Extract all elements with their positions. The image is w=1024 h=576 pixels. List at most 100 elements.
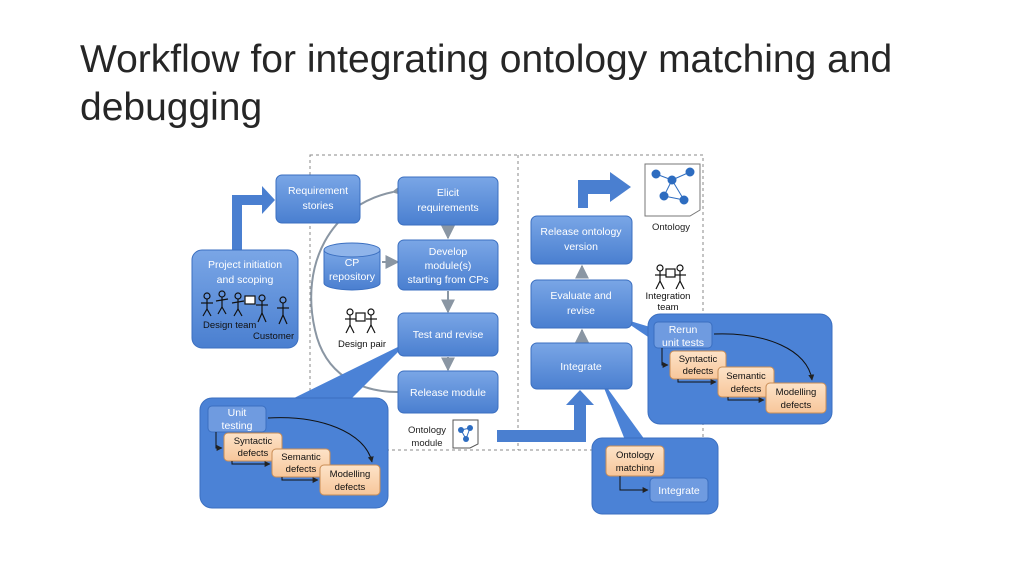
requirement-stories-box[interactable]: Requirement stories [275,174,361,224]
matching-to-integrate-arrow [619,476,649,493]
evaluate-line1: Evaluate and [550,290,611,302]
svg-text:defects: defects [238,448,269,459]
left-modelling-line2: defects [335,482,366,493]
svg-text:Integrate: Integrate [658,485,700,497]
design-team-people-icon [201,290,289,325]
svg-text:Customer: Customer [253,331,294,342]
svg-text:stories: stories [303,200,334,212]
svg-text:Syntactic: Syntactic [234,436,273,447]
svg-text:unit tests: unit tests [662,337,704,349]
svg-text:Integration: Integration [646,291,691,302]
svg-text:defects: defects [683,366,714,377]
svg-text:Design team: Design team [203,320,256,331]
design-pair-people-icon [345,308,377,334]
integration-team-line2: team [657,302,678,313]
svg-text:Test and revise: Test and revise [413,329,484,341]
svg-text:defects: defects [781,400,812,411]
svg-text:Elicit: Elicit [437,187,459,199]
svg-text:starting from CPs: starting from CPs [407,274,488,286]
svg-text:Rerun: Rerun [669,324,698,336]
design-pair-label: Design pair [338,339,386,350]
ontology-module-document-icon [452,419,479,449]
dashed-frame [309,154,704,451]
svg-text:Release module: Release module [410,387,486,399]
svg-text:Integrate: Integrate [560,361,602,373]
test-revise-label: Test and revise [413,329,484,341]
develop-modules-box[interactable]: Develop module(s) starting from CPs [397,239,499,291]
design-team-label: Design team [203,320,256,331]
ontology-document-icon [644,163,701,217]
elicit-line1: Elicit [437,187,459,199]
svg-text:repository: repository [329,271,376,283]
right-semantic-line2: defects [731,384,762,395]
ontology-label: Ontology [652,222,690,233]
svg-text:Project initiation: Project initiation [208,259,282,271]
right-syntactic-line1: Syntactic [679,354,718,365]
elicit-requirements-box[interactable]: Elicit requirements [397,176,499,226]
ontology-module-line1: Ontology [408,425,446,436]
unit-testing-line2: testing [222,420,253,432]
svg-text:Evaluate and: Evaluate and [550,290,611,302]
svg-text:Ontology: Ontology [652,222,690,233]
svg-text:Semantic: Semantic [281,452,321,463]
unit-testing-line1: Unit [228,407,247,419]
ontology-matching-panel[interactable]: Ontology matching Integrate [591,437,719,515]
callout-wedge-bottom [600,378,645,440]
elicit-line2: requirements [417,202,478,214]
customer-label: Customer [253,331,294,342]
svg-text:module(s): module(s) [425,260,472,272]
left-semantic-line2: defects [286,464,317,475]
project-init-line2: and scoping [217,274,274,286]
cp-repo-line2: repository [329,271,376,283]
left-semantic-line1: Semantic [281,452,321,463]
svg-text:Requirement: Requirement [288,185,348,197]
svg-text:Modelling: Modelling [776,387,817,398]
svg-text:defects: defects [731,384,762,395]
right-syntactic-line2: defects [683,366,714,377]
unit-testing-panel[interactable]: Unit testing Syntactic defects Semantic … [199,397,389,509]
svg-text:Ontology: Ontology [408,425,446,436]
evaluate-line2: revise [567,305,595,317]
right-modelling-line2: defects [781,400,812,411]
evaluate-and-revise-box[interactable]: Evaluate and revise [530,279,633,329]
rerun-line1: Rerun [669,324,698,336]
develop-line1: Develop [429,246,468,258]
release-module-box[interactable]: Release module [397,370,499,414]
ontology-matching-line2: matching [616,463,655,474]
integrate-label: Integrate [560,361,602,373]
svg-text:Modelling: Modelling [330,469,371,480]
svg-text:CP: CP [345,257,360,269]
svg-text:matching: matching [616,463,655,474]
release-ontology-line1: Release ontology [540,226,622,238]
rerun-unit-tests-panel[interactable]: Rerun unit tests Syntactic defects Seman… [647,313,833,425]
left-syntactic-line1: Syntactic [234,436,273,447]
left-panel-flow-arrows [215,417,374,483]
module-to-integrate-arrow [497,390,594,442]
test-and-revise-box[interactable]: Test and revise [397,312,499,357]
right-modelling-line1: Modelling [776,387,817,398]
requirement-stories-line2: stories [303,200,334,212]
ontology-matching-line1: Ontology [616,450,654,461]
initiation-arrow [232,186,275,250]
cp-repository-cylinder[interactable]: CP repository [323,242,381,291]
svg-text:Syntactic: Syntactic [679,354,718,365]
ontology-module-line2: module [411,438,442,449]
svg-text:Unit: Unit [228,407,247,419]
requirement-stories-line1: Requirement [288,185,348,197]
release-ontology-version-box[interactable]: Release ontology version [530,215,633,265]
release-arrow [578,172,631,208]
bottom-integrate-label: Integrate [658,485,700,497]
svg-text:and scoping: and scoping [217,274,274,286]
svg-text:defects: defects [286,464,317,475]
svg-text:requirements: requirements [417,202,478,214]
release-module-label: Release module [410,387,486,399]
callout-wedge-left [290,342,408,400]
left-syntactic-line2: defects [238,448,269,459]
project-initiation-box[interactable]: Project initiation and scoping Design te… [191,249,299,349]
svg-text:Semantic: Semantic [726,371,766,382]
integrate-box[interactable]: Integrate [530,342,633,390]
project-init-line1: Project initiation [208,259,282,271]
right-panel-flow-arrows [661,333,815,403]
svg-text:revise: revise [567,305,595,317]
